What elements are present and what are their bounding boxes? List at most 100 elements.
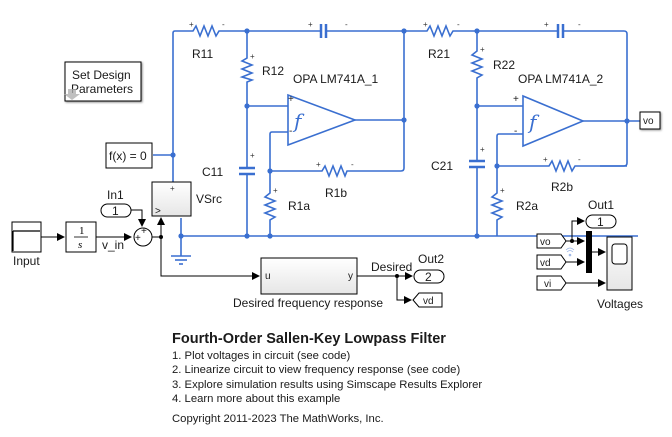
input-step-block[interactable]: Input xyxy=(11,221,42,268)
signal-line xyxy=(131,209,146,227)
resistor-r11[interactable]: + - R11 xyxy=(189,20,227,61)
minus-terminal: - xyxy=(578,20,581,29)
c21-label: C21 xyxy=(431,159,453,173)
inport-in1[interactable]: 1 In1 xyxy=(100,188,132,218)
input-label: Input xyxy=(13,254,40,268)
link-plot-voltages[interactable]: 1. Plot voltages in circuit (see code) xyxy=(172,350,351,362)
link-results-explorer[interactable]: 3. Explore simulation results using Sims… xyxy=(172,378,483,391)
set-params-line2: Parameters xyxy=(71,82,133,96)
junction-nodes xyxy=(170,28,630,239)
resistor-r2b[interactable]: + - R2b xyxy=(543,155,581,194)
out1-port-number: 1 xyxy=(597,215,604,229)
v-in-label: v_in xyxy=(102,238,124,252)
from-vi-label: vi xyxy=(544,279,551,290)
in1-label: In1 xyxy=(107,188,124,202)
mux-block[interactable] xyxy=(586,231,592,273)
from-vd[interactable]: vd xyxy=(536,254,567,270)
signal-line xyxy=(396,276,412,304)
plus-input: + xyxy=(288,94,294,105)
goto-vd-label: vd xyxy=(423,296,434,307)
minus-input: - xyxy=(289,126,292,137)
capacitor-c11[interactable]: + C11 xyxy=(202,151,255,179)
scope-label: Voltages xyxy=(597,297,643,311)
plus-terminal: + xyxy=(423,20,428,29)
from-vo[interactable]: vo xyxy=(536,233,567,249)
plus-terminal: + xyxy=(170,184,175,193)
wire xyxy=(246,84,288,107)
sum-block[interactable]: + + xyxy=(133,226,153,247)
model-description: Fourth-Order Sallen-Key Lowpass Filter 1… xyxy=(172,331,482,425)
opamp-1[interactable]: f + - OPA LM741A_1 xyxy=(287,72,378,147)
plus-terminal: + xyxy=(543,155,548,164)
vsrc-label: VSrc xyxy=(196,192,222,206)
plus-input: + xyxy=(513,94,519,105)
r22-label: R22 xyxy=(493,58,515,72)
capacitor-c12[interactable]: + - xyxy=(308,20,348,38)
signal-line xyxy=(160,237,260,280)
plus-terminal: + xyxy=(273,186,278,195)
minus-terminal: - xyxy=(457,20,460,29)
plus-terminal: + xyxy=(480,145,485,154)
r1a-label: R1a xyxy=(288,199,310,213)
integrator-block[interactable]: 1 s xyxy=(65,221,97,253)
set-params-line1: Set Design xyxy=(72,68,131,82)
goto-vd[interactable]: vd xyxy=(412,292,443,308)
resistor-r21[interactable]: + - R21 xyxy=(423,20,460,61)
r2a-label: R2a xyxy=(516,199,538,213)
out2-port-number: 2 xyxy=(425,270,432,284)
minus-terminal: - xyxy=(351,160,354,169)
capacitor-c22[interactable]: + - xyxy=(544,20,581,38)
plus-terminal: + xyxy=(250,151,255,160)
sum-plus: + xyxy=(141,226,147,237)
out2-label: Out2 xyxy=(418,252,444,266)
wire xyxy=(172,30,189,182)
plus-terminal: + xyxy=(480,45,485,54)
from-vo-label: vo xyxy=(540,237,551,248)
resistor-r12[interactable]: + R12 xyxy=(239,52,284,84)
outport-out2[interactable]: 2 Out2 xyxy=(413,252,445,284)
minus-terminal: - xyxy=(345,20,348,29)
r12-label: R12 xyxy=(262,64,284,78)
r1b-label: R1b xyxy=(325,186,347,200)
resistor-r1b[interactable]: + - R1b xyxy=(316,160,354,200)
voltage-source-block[interactable]: + > VSrc xyxy=(151,181,222,217)
link-learn-more[interactable]: 4. Learn more about this example xyxy=(172,393,341,406)
plus-terminal: + xyxy=(250,52,255,61)
ground-rail xyxy=(180,218,638,237)
integrator-denominator: s xyxy=(78,239,82,251)
resistor-r22[interactable]: + R22 xyxy=(469,45,515,80)
port-y: y xyxy=(348,271,353,282)
opa1-label: OPA LM741A_1 xyxy=(293,72,378,86)
step-icon xyxy=(12,230,40,251)
plus-terminal: + xyxy=(500,186,505,195)
plus-terminal: + xyxy=(316,160,321,169)
outport-out1[interactable]: 1 Out1 xyxy=(585,198,617,229)
wire xyxy=(569,30,628,167)
set-design-parameters-button[interactable]: Set Design Parameters xyxy=(64,61,142,102)
desired-frequency-response-block[interactable]: u y Desired frequency response xyxy=(233,257,383,310)
signal-logging-icon xyxy=(565,247,575,257)
wire xyxy=(496,133,523,166)
solver-configuration-block[interactable]: f(x) = 0 xyxy=(105,142,153,169)
copyright: Copyright 2011-2023 The MathWorks, Inc. xyxy=(172,412,384,425)
from-vi[interactable]: vi xyxy=(536,275,567,291)
opa2-label: OPA LM741A_2 xyxy=(518,72,603,86)
in1-port-number: 1 xyxy=(112,204,119,218)
r21-label: R21 xyxy=(428,47,450,61)
link-linearize[interactable]: 2. Linearize circuit to view frequency r… xyxy=(172,364,461,377)
integrator-numerator: 1 xyxy=(79,225,85,237)
port-u: u xyxy=(265,271,271,282)
scope-voltages[interactable]: Voltages xyxy=(597,236,643,311)
minus-terminal: - xyxy=(578,155,581,164)
wire xyxy=(269,131,288,172)
opamp-2[interactable]: f + - OPA LM741A_2 xyxy=(513,72,603,148)
solver-label: f(x) = 0 xyxy=(109,149,147,163)
resistor-r2a[interactable]: + R2a xyxy=(489,186,538,222)
capacitor-c21[interactable]: + C21 xyxy=(431,145,485,173)
plus-terminal: + xyxy=(308,20,313,29)
sum-plus: + xyxy=(135,233,141,244)
r2b-label: R2b xyxy=(551,180,573,194)
goto-vo[interactable]: vo xyxy=(639,111,661,130)
resistor-r1a[interactable]: + R1a xyxy=(262,186,310,222)
